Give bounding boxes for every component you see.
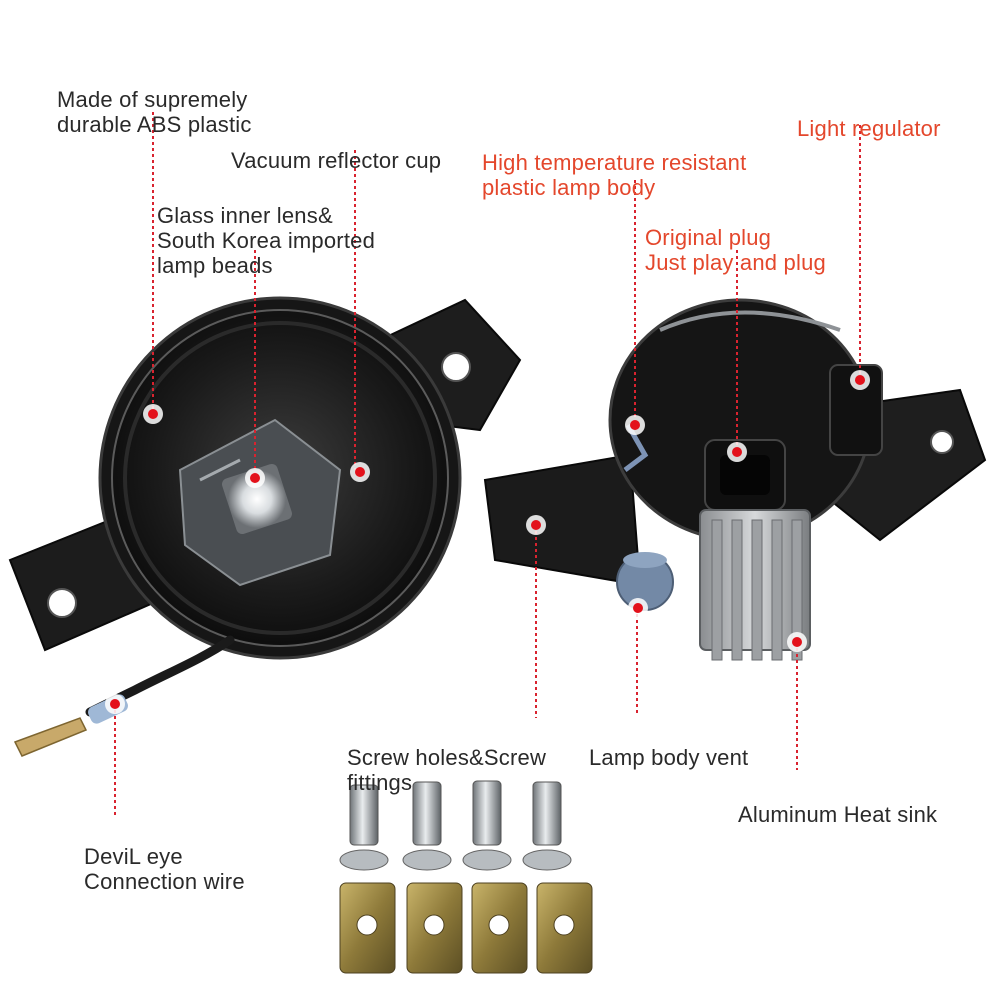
screw-set <box>339 780 572 871</box>
screw-icon <box>339 784 389 871</box>
marker-reflector <box>350 462 370 482</box>
screw-icon <box>462 780 512 871</box>
leader-lines <box>114 112 861 815</box>
fog-lamp-front-icon <box>8 296 522 757</box>
marker-regulator <box>850 370 870 390</box>
spring-clip-icon <box>339 882 396 974</box>
marker-plug <box>727 442 747 462</box>
marker-heatsink <box>787 632 807 652</box>
callout-lamp-vent: Lamp body vent <box>589 745 749 770</box>
marker-wire <box>105 694 125 714</box>
screw-icon <box>402 781 452 871</box>
spring-clip-icon <box>471 882 528 974</box>
marker-glass <box>245 468 265 488</box>
spring-clip-icon <box>406 882 463 974</box>
screw-icon <box>522 781 572 871</box>
marker-screws <box>526 515 546 535</box>
marker-abs <box>143 404 163 424</box>
fog-lamp-rear-icon <box>483 298 987 661</box>
callout-light-regulator: Light regulator <box>797 116 941 141</box>
marker-body <box>625 415 645 435</box>
spring-clip-icon <box>536 882 593 974</box>
callout-markers <box>105 370 870 714</box>
callout-vacuum-reflector: Vacuum reflector cup <box>231 148 442 173</box>
marker-vent <box>628 598 648 618</box>
callout-heat-sink: Aluminum Heat sink <box>738 802 938 827</box>
clip-set <box>339 882 593 974</box>
